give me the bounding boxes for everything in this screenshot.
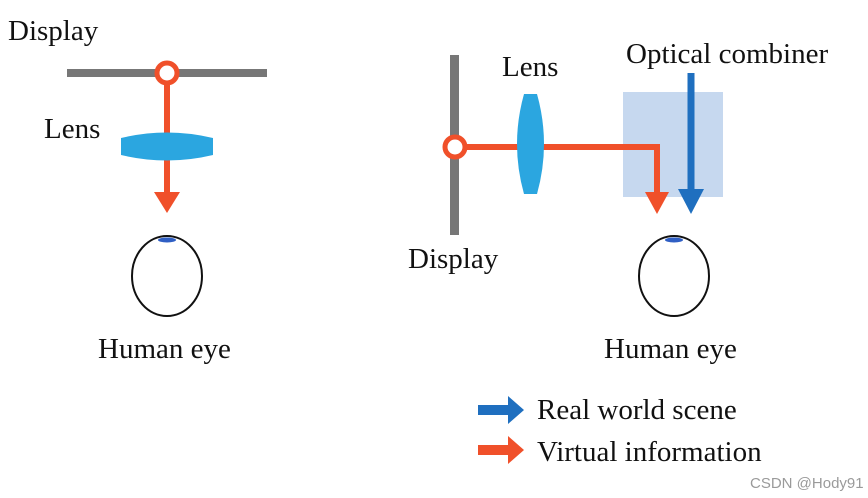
right-eye-label: Human eye [604,333,737,365]
legend-orange-arrow-icon [478,436,524,464]
right-pupil-icon [665,237,683,243]
left-lens-label: Lens [44,113,100,145]
right-lens-label: Lens [502,51,558,83]
left-eye-icon [131,235,203,317]
right-eye-icon [638,235,710,317]
left-figure: Display Lens Human eye [8,15,267,365]
left-source-point [154,60,180,86]
left-display-label: Display [8,15,99,47]
legend-real-world-label: Real world scene [537,394,737,426]
legend-virtual-label: Virtual information [537,436,762,468]
watermark: CSDN @Hody91 [750,475,864,492]
left-lens [121,132,213,161]
right-display-label: Display [408,243,499,275]
left-eye-label: Human eye [98,333,231,365]
right-source-point [442,134,468,160]
left-virtual-arrowhead [154,192,180,213]
legend-item-virtual: Virtual information [478,436,762,468]
legend-item-real-world: Real world scene [478,394,737,426]
right-virtual-arrowhead [645,192,669,214]
right-combiner-label: Optical combiner [626,38,828,70]
right-figure: Lens Optical combiner Display Human eye [408,38,828,365]
legend: Real world scene Virtual information [478,394,762,468]
real-world-arrowhead [678,189,704,214]
right-lens [517,94,544,194]
left-pupil-icon [158,237,176,243]
legend-blue-arrow-icon [478,396,524,424]
